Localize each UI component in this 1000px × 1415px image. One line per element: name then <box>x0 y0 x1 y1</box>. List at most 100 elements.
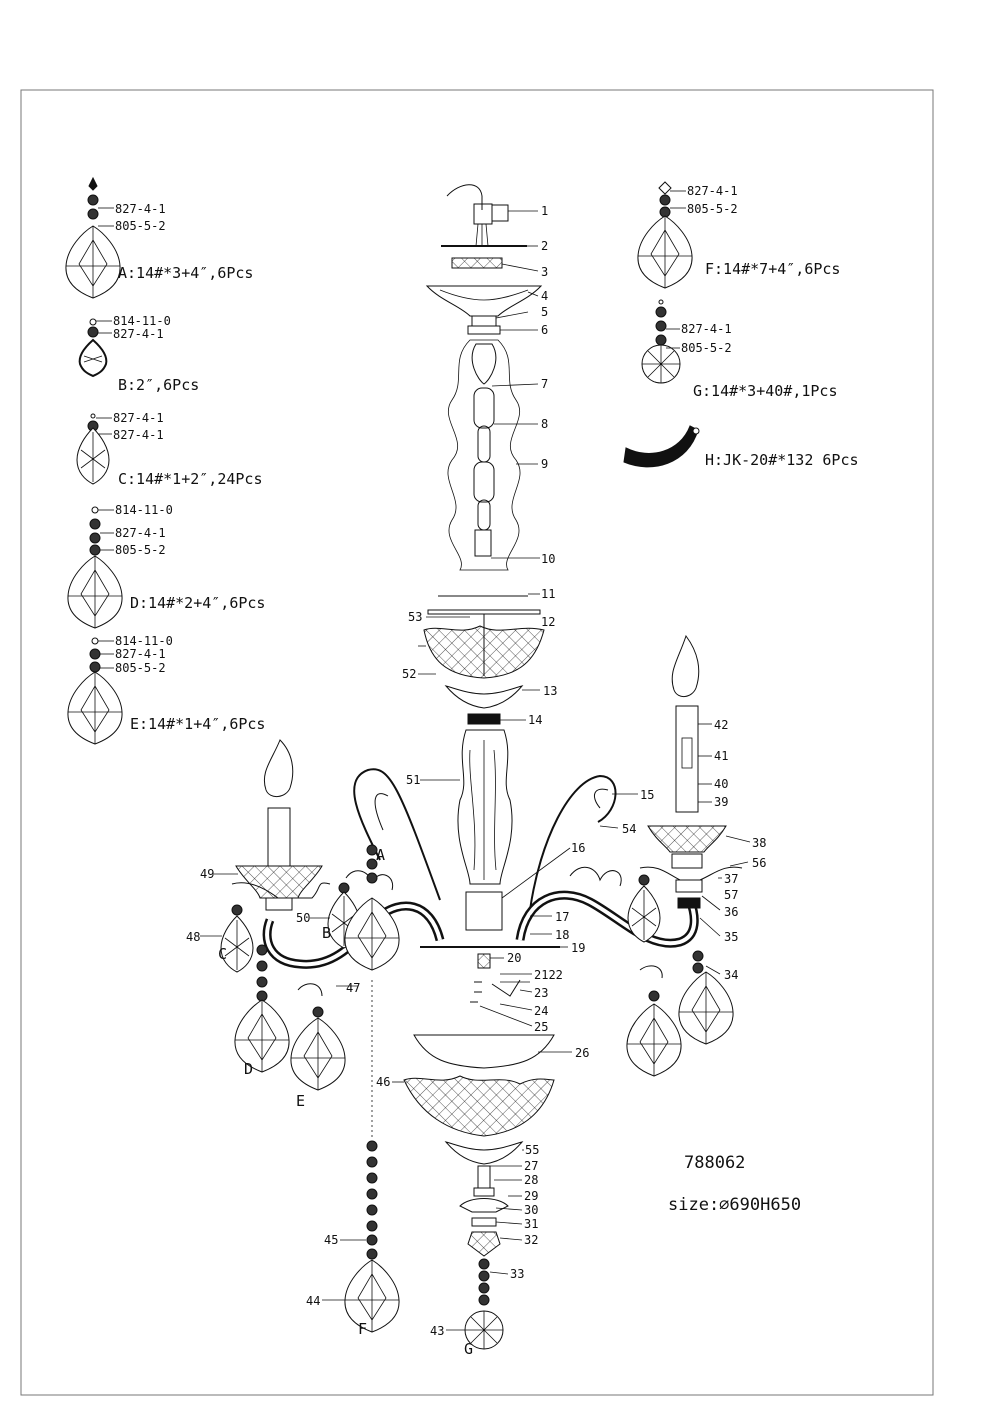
part-code: 814-11-0 <box>115 503 173 517</box>
part-number: 43 <box>430 1324 444 1338</box>
part-number: 36 <box>724 905 738 919</box>
pendant-letter: B <box>322 924 331 942</box>
part-number: 54 <box>622 822 636 836</box>
chandelier-assembly <box>220 184 743 1350</box>
part-number: 56 <box>752 856 766 870</box>
pendant-letter: G <box>464 1340 473 1358</box>
part-number: 9 <box>541 457 548 471</box>
part-code: 827-4-1 <box>113 327 164 341</box>
part-number: 51 <box>406 773 420 787</box>
legend-crystal-E: 814-11-0 827-4-1 805-5-2 E:14#*1+4″,6Pcs <box>67 634 265 745</box>
part-number: 50 <box>296 911 310 925</box>
legend-crystal-B: 814-11-0 827-4-1 B:2″,6Pcs <box>78 314 199 394</box>
size-label: size:∅690H650 <box>668 1195 801 1215</box>
part-number: 41 <box>714 749 728 763</box>
part-number: 53 <box>408 610 422 624</box>
part-code: 827-4-1 <box>681 322 732 336</box>
part-number: 44 <box>306 1294 320 1308</box>
leader-lines <box>200 210 751 1331</box>
crystal-spec-D: D:14#*2+4″,6Pcs <box>130 594 265 612</box>
part-number: 33 <box>510 1267 524 1281</box>
part-code: 827-4-1 <box>115 202 166 216</box>
part-code: 827-4-1 <box>113 428 164 442</box>
pendant-letter: F <box>358 1320 367 1338</box>
part-number: 19 <box>571 941 585 955</box>
part-number: 7 <box>541 377 548 391</box>
part-number: 28 <box>524 1173 538 1187</box>
part-code: 827-4-1 <box>113 411 164 425</box>
legend-crystal-C: 827-4-1 827-4-1 C:14#*1+2″,24Pcs <box>76 411 263 488</box>
part-number: 52 <box>402 667 416 681</box>
legend-crystal-G: 827-4-1 805-5-2 G:14#*3+40#,1Pcs <box>641 299 838 400</box>
crystal-spec-F: F:14#*7+4″,6Pcs <box>705 260 840 278</box>
part-number: 55 <box>525 1143 539 1157</box>
part-number: 49 <box>200 867 214 881</box>
legend-crystal-D: 814-11-0 827-4-1 805-5-2 D:14#*2+4″,6Pcs <box>67 503 265 629</box>
part-number: 34 <box>724 968 738 982</box>
part-number: 18 <box>555 928 569 942</box>
crystal-spec-B: B:2″,6Pcs <box>118 376 199 394</box>
part-code: 805-5-2 <box>115 661 166 675</box>
part-number: 26 <box>575 1046 589 1060</box>
legend-arm-H: H:JK-20#*132 6Pcs <box>623 425 859 469</box>
part-code: 805-5-2 <box>687 202 738 216</box>
part-code: 827-4-1 <box>115 647 166 661</box>
part-number: 38 <box>752 836 766 850</box>
part-number: 46 <box>376 1075 390 1089</box>
part-number: 5 <box>541 305 548 319</box>
part-number: 37 <box>724 872 738 886</box>
part-number: 24 <box>534 1004 548 1018</box>
part-number: 57 <box>724 888 738 902</box>
part-number: 29 <box>524 1189 538 1203</box>
part-number: 42 <box>714 718 728 732</box>
part-number: 47 <box>346 981 360 995</box>
part-code: 827-4-1 <box>115 526 166 540</box>
part-number: 6 <box>541 323 548 337</box>
part-number: 11 <box>541 587 555 601</box>
part-number: 4 <box>541 289 548 303</box>
part-number-labels: 1 2 3 4 5 6 7 8 9 10 11 12 13 14 15 16 1… <box>186 204 766 1338</box>
part-number: 32 <box>524 1233 538 1247</box>
part-code: 805-5-2 <box>681 341 732 355</box>
part-number: 35 <box>724 930 738 944</box>
part-number: 30 <box>524 1203 538 1217</box>
pendant-letter: C <box>218 945 227 963</box>
part-number: 20 <box>507 951 521 965</box>
part-number: 31 <box>524 1217 538 1231</box>
pendant-letter: A <box>376 846 385 864</box>
part-code: 827-4-1 <box>687 184 738 198</box>
part-number: 12 <box>541 615 555 629</box>
part-number: 23 <box>534 986 548 1000</box>
part-number: 15 <box>640 788 654 802</box>
part-number: 17 <box>555 910 569 924</box>
part-code: 814-11-0 <box>115 634 173 648</box>
part-code: 805-5-2 <box>115 543 166 557</box>
crystal-spec-H: H:JK-20#*132 6Pcs <box>705 451 859 469</box>
crystal-spec-E: E:14#*1+4″,6Pcs <box>130 715 265 733</box>
part-number: 3 <box>541 265 548 279</box>
part-code: 814-11-0 <box>113 314 171 328</box>
legend-crystal-A: 827-4-1 805-5-2 A:14#*3+4″,6Pcs <box>65 176 253 299</box>
crystal-spec-G: G:14#*3+40#,1Pcs <box>693 382 838 400</box>
part-number: 8 <box>541 417 548 431</box>
part-number: 48 <box>186 930 200 944</box>
page-border <box>20 89 934 1396</box>
legend-crystal-F: 827-4-1 805-5-2 F:14#*7+4″,6Pcs <box>637 181 840 289</box>
part-number: 45 <box>324 1233 338 1247</box>
crystal-spec-A: A:14#*3+4″,6Pcs <box>118 264 253 282</box>
part-number: 10 <box>541 552 555 566</box>
part-number: 39 <box>714 795 728 809</box>
pendant-letter: D <box>244 1060 253 1078</box>
pendant-letter: E <box>296 1092 305 1110</box>
part-number: 2 <box>541 239 548 253</box>
part-number: 1 <box>541 204 548 218</box>
model-number: 788062 <box>684 1153 745 1173</box>
crystal-spec-C: C:14#*1+2″,24Pcs <box>118 470 263 488</box>
part-number: 14 <box>528 713 542 727</box>
part-number: 25 <box>534 1020 548 1034</box>
part-number: 13 <box>543 684 557 698</box>
pendant-letter-labels: A B C D E F G <box>218 846 473 1358</box>
part-number: 40 <box>714 777 728 791</box>
part-number: 16 <box>571 841 585 855</box>
